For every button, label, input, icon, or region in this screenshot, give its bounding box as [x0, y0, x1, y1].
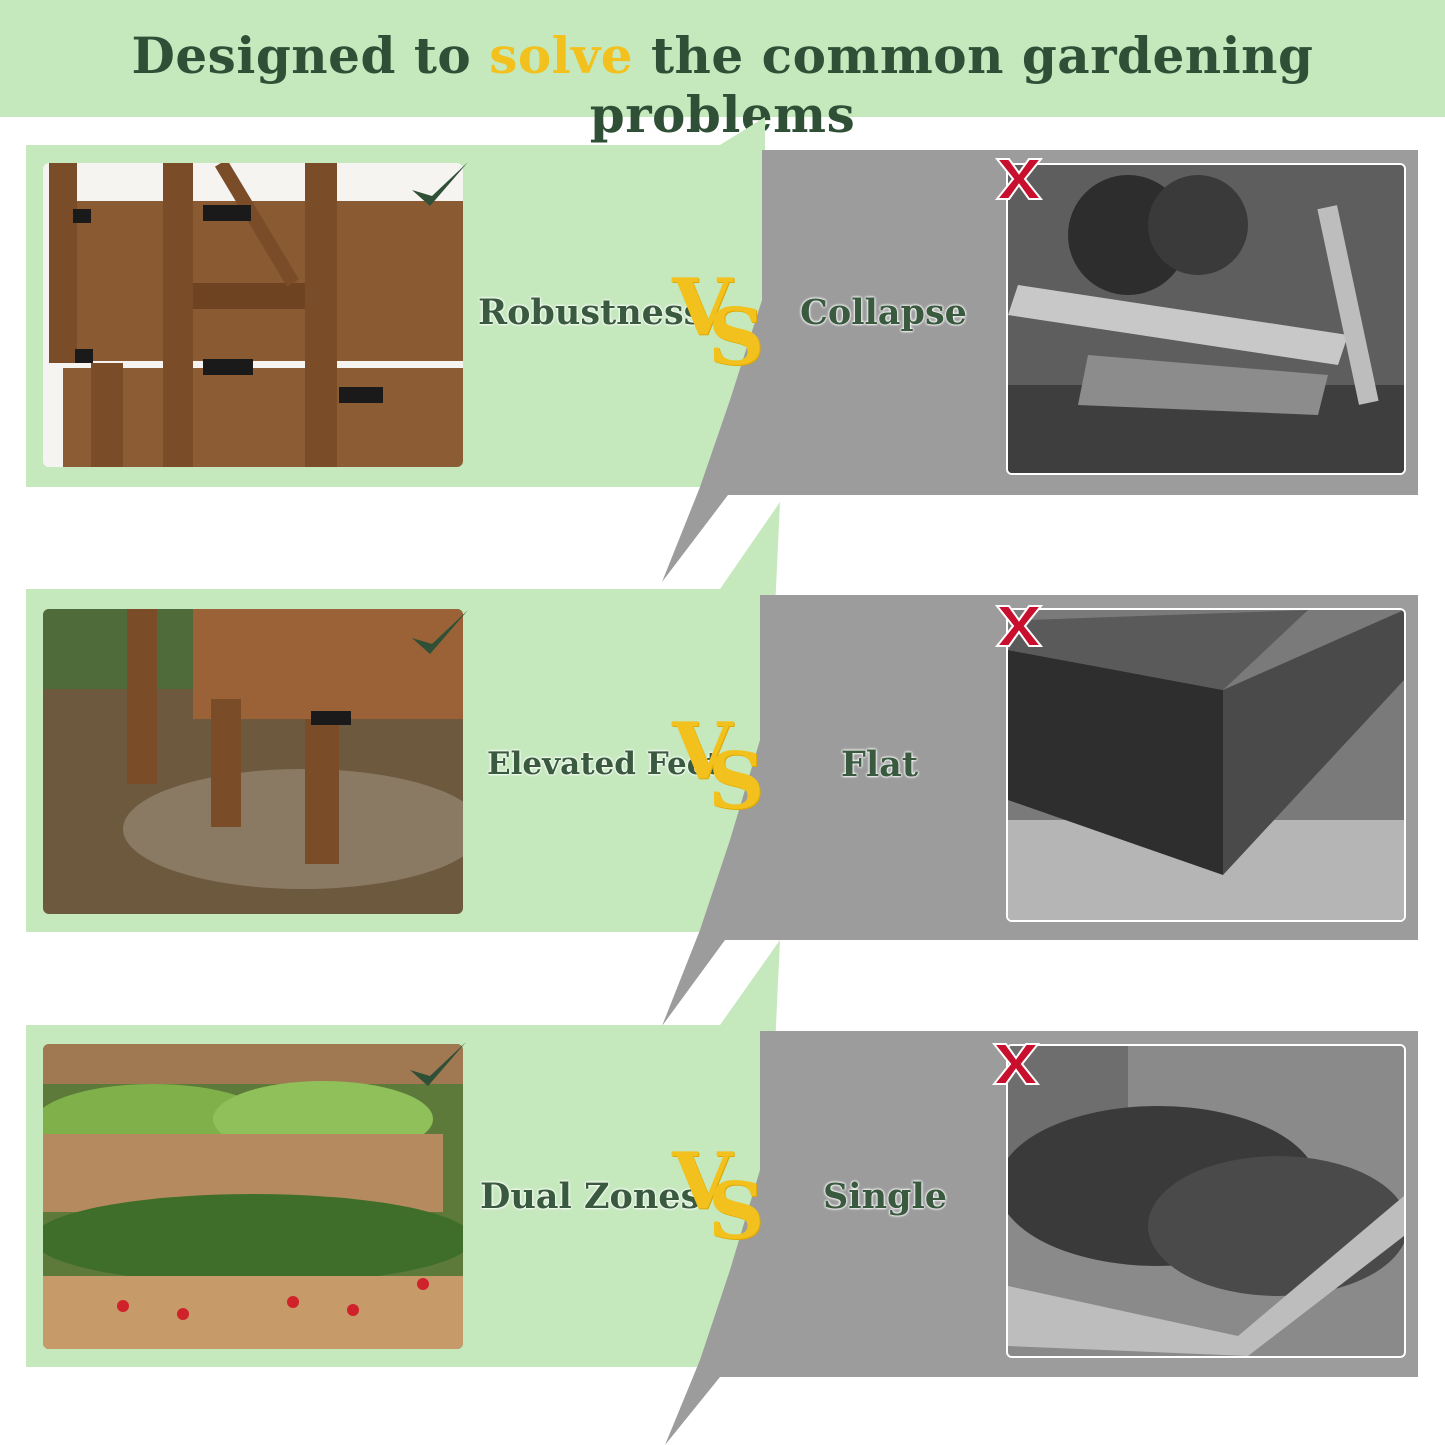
good-photo-elevated-feet — [43, 609, 463, 914]
vs-s: S — [708, 736, 765, 827]
title-pre: Designed to — [131, 26, 490, 85]
good-photo-dual-zones — [43, 1044, 463, 1349]
title-highlight: solve — [489, 26, 634, 85]
header-banner: Designed to solve the common gardening p… — [0, 0, 1445, 144]
check-icon — [412, 610, 468, 654]
good-photo-robustness — [43, 163, 463, 467]
check-icon — [412, 162, 468, 206]
vs-s: S — [708, 1166, 765, 1257]
page-title: Designed to solve the common gardening p… — [0, 26, 1445, 144]
bad-label-collapse: Collapse — [800, 292, 967, 333]
vs-v: V — [672, 706, 733, 797]
check-icon — [410, 1042, 466, 1086]
title-post: the common gardening problems — [589, 26, 1314, 144]
vs-v: V — [672, 262, 733, 353]
bad-photo-single — [1006, 1044, 1406, 1358]
bad-label-flat: Flat — [841, 744, 918, 785]
bad-photo-flat — [1006, 608, 1406, 922]
vs-v: V — [672, 1136, 733, 1227]
good-label-dual-zones: Dual Zones — [480, 1176, 701, 1217]
good-label-robustness: Robustness — [478, 292, 704, 333]
bad-label-single: Single — [823, 1176, 948, 1217]
bad-photo-collapse — [1006, 163, 1406, 475]
vs-s: S — [708, 292, 765, 383]
cross-icon — [991, 1043, 1041, 1085]
good-label-elevated-feet: Elevated Feet — [487, 746, 721, 782]
cross-icon — [994, 158, 1044, 200]
cross-icon — [994, 605, 1044, 647]
